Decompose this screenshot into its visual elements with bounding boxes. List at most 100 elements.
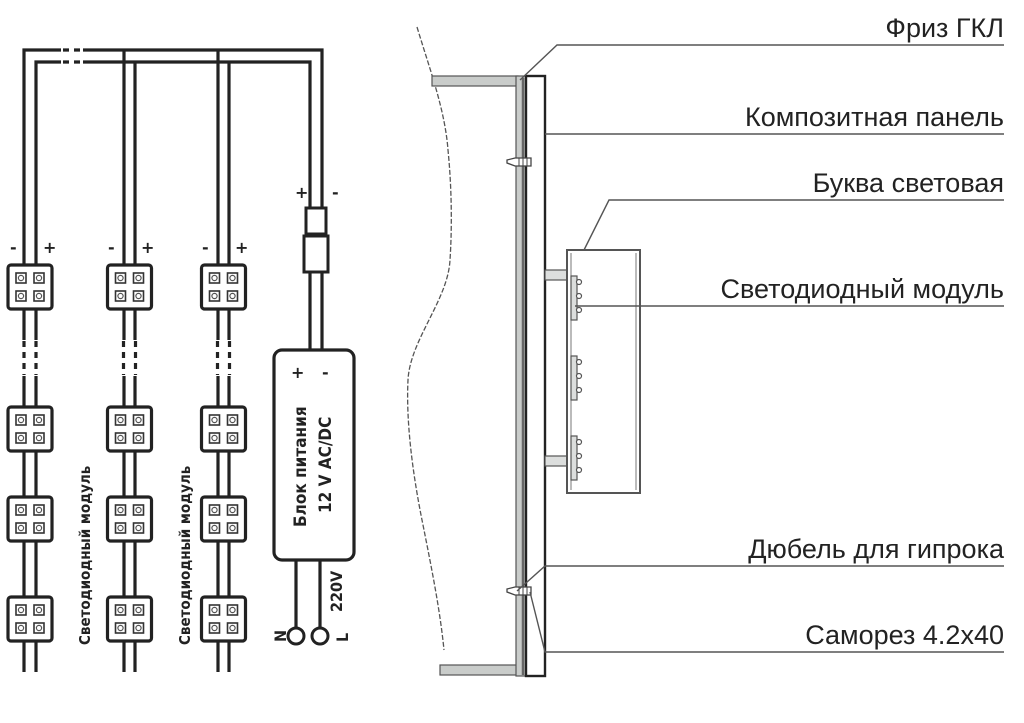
- led-lens: [211, 274, 218, 282]
- minus-sign: -: [108, 238, 115, 257]
- led-bump: [575, 466, 583, 474]
- led-module-body: [199, 495, 248, 543]
- minus-sign: -: [202, 238, 209, 257]
- standoff-bottom: [544, 455, 568, 467]
- led-lens: [229, 624, 236, 632]
- led-lens: [211, 292, 218, 300]
- led-lens: [135, 434, 142, 442]
- led-lens: [135, 506, 142, 514]
- led-lens: [35, 524, 43, 532]
- led-lens: [211, 506, 218, 514]
- psu-plus-sign: +: [291, 363, 304, 382]
- led-lens: [117, 524, 124, 532]
- led-module-body: [6, 263, 54, 311]
- standoff-top: [544, 269, 568, 281]
- letter-box: [566, 249, 641, 494]
- led-lens: [135, 624, 142, 632]
- led-lens: [117, 292, 124, 300]
- neutral-label: N: [271, 630, 290, 642]
- led-lens: [17, 292, 25, 300]
- led-lens: [229, 506, 236, 514]
- led-module: [105, 405, 154, 453]
- led-bump: [575, 372, 583, 380]
- led-module: [199, 495, 248, 543]
- screw-top: [506, 157, 532, 167]
- wiring-schematic: - + - + - + Светодиодный модуль Светодио…: [6, 47, 356, 672]
- led-module-body: [199, 405, 248, 453]
- letter-led-module: [570, 355, 583, 401]
- led-module-body: [199, 595, 248, 643]
- callout-composite-panel: Композитная панель: [745, 102, 1004, 132]
- led-bump: [575, 438, 583, 446]
- led-lens: [229, 434, 236, 442]
- led-module-body: [6, 495, 54, 543]
- led-lens: [17, 434, 25, 442]
- psu-label-line2: 12 V AC/DC: [316, 417, 336, 513]
- led-module: [199, 263, 248, 311]
- led-lens: [17, 624, 25, 632]
- wall-break-line: [406, 26, 452, 651]
- minus-sign: -: [10, 238, 17, 257]
- led-lens: [211, 606, 218, 614]
- led-module-body: [105, 495, 154, 543]
- led-module-body: [105, 405, 154, 453]
- plus-sign: +: [235, 238, 248, 257]
- psu-label-line1: Блок питания: [291, 406, 311, 527]
- power-supply-unit: + - Блок питания 12 V AC/DC N L 220V: [271, 348, 356, 646]
- led-lens: [229, 524, 236, 532]
- plus-sign: +: [43, 238, 56, 257]
- led-lens: [211, 416, 218, 424]
- led-module: [6, 263, 54, 311]
- led-module: [6, 405, 54, 453]
- led-module-label: Светодиодный модуль: [76, 466, 94, 645]
- led-lens: [229, 416, 236, 424]
- terminal-neutral: [286, 626, 306, 646]
- leader-screw: [529, 591, 1004, 653]
- led-lens: [135, 292, 142, 300]
- psu-minus-sign: -: [322, 363, 329, 382]
- led-lens: [229, 274, 236, 282]
- callout-friz-gkl: Фриз ГКЛ: [885, 13, 1004, 43]
- led-lens: [229, 606, 236, 614]
- live-label: L: [333, 633, 352, 642]
- led-module-body: [105, 595, 154, 643]
- led-lens: [211, 524, 218, 532]
- minus-sign: -: [332, 183, 339, 202]
- led-lens: [35, 434, 43, 442]
- led-lens: [35, 624, 43, 632]
- plus-sign: +: [141, 238, 154, 257]
- input-voltage-label: 220V: [327, 570, 346, 612]
- led-module-body: [6, 595, 54, 643]
- led-lens: [117, 606, 124, 614]
- led-lens: [117, 506, 124, 514]
- chain-1-polarity: - +: [10, 238, 56, 257]
- led-module: [105, 495, 154, 543]
- led-module-body: [6, 405, 54, 453]
- led-lens: [117, 274, 124, 282]
- led-lens: [135, 416, 142, 424]
- led-module: [6, 495, 54, 543]
- led-lens: [135, 524, 142, 532]
- led-lens: [17, 274, 25, 282]
- led-lens: [211, 434, 218, 442]
- led-bump: [575, 358, 583, 366]
- callout-dowel: Дюбель для гипрока: [748, 534, 1005, 564]
- led-module: [105, 595, 154, 643]
- led-lens: [35, 292, 43, 300]
- led-lens: [117, 416, 124, 424]
- letter-led-module: [570, 275, 583, 321]
- led-module: [199, 595, 248, 643]
- leader-letter: [583, 199, 1004, 251]
- led-lens: [211, 624, 218, 632]
- light-letter: [544, 249, 641, 494]
- led-module-body: [199, 263, 248, 311]
- callout-led-module: Светодиодный модуль: [720, 274, 1004, 304]
- led-lens: [35, 416, 43, 424]
- led-lens: [35, 506, 43, 514]
- led-module-body: [105, 263, 154, 311]
- power-connector: + -: [295, 183, 339, 350]
- led-lens: [35, 606, 43, 614]
- led-lens: [135, 274, 142, 282]
- led-module-label: Светодиодный модуль: [176, 466, 194, 645]
